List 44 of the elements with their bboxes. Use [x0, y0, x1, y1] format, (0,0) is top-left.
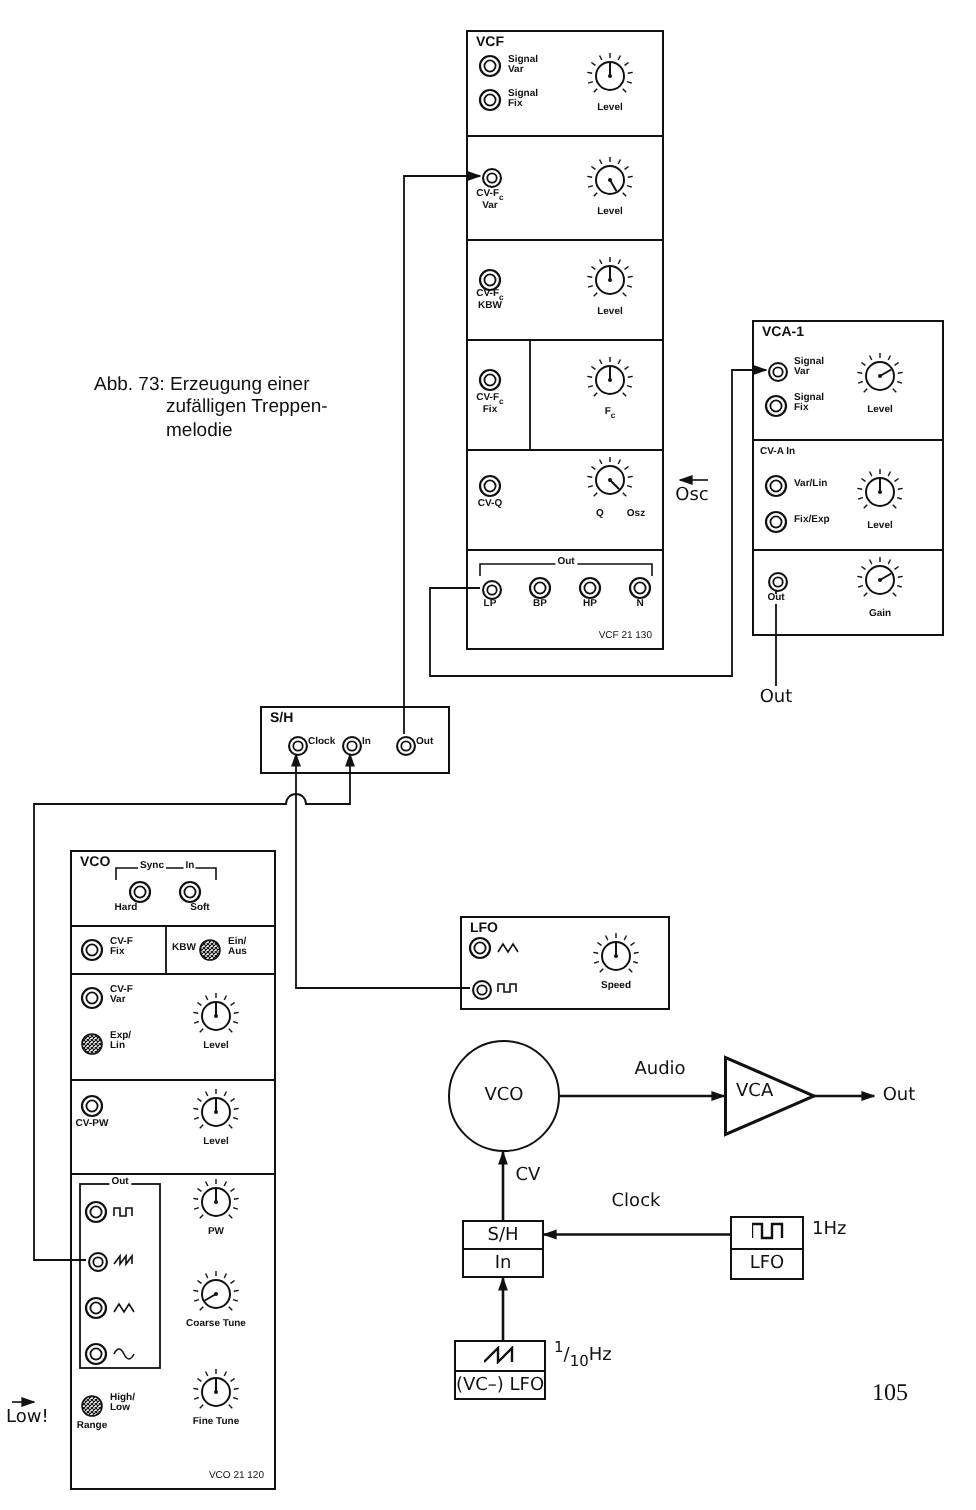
module-panel: [752, 320, 944, 636]
signal-arrow: [560, 1091, 726, 1101]
patch-cable: [291, 752, 471, 989]
jack-socket: [396, 736, 416, 756]
jack-socket: [88, 1252, 108, 1272]
patch-cable: [775, 589, 777, 687]
frequency-label: $^{1}$/$_{10}$Hz: [554, 1340, 612, 1370]
module-panel: [460, 916, 670, 1010]
patch-cable: [33, 752, 355, 1261]
jack-socket: [482, 580, 502, 600]
jack-socket: [472, 980, 492, 1000]
jack-socket: [768, 362, 788, 382]
output-label: Out: [754, 686, 798, 710]
module-box: [462, 1220, 544, 1278]
patch-cable: [403, 171, 482, 735]
figure-caption: Abb. 73: Erzeugung einer zufälligen Treppen- melodie: [94, 374, 330, 443]
edge-label: Audio: [634, 1062, 686, 1081]
jack-socket: [288, 736, 308, 756]
module-box: [730, 1216, 804, 1280]
oscillator-circle: VCO: [448, 1040, 560, 1152]
output-label: Out: [874, 1084, 924, 1108]
note-text: Osc: [675, 488, 709, 507]
jack-socket: [482, 168, 502, 188]
node-label: S/H: [485, 1223, 521, 1248]
jack-socket: [342, 736, 362, 756]
module-box: [454, 1340, 546, 1400]
signal-arrow: [498, 1150, 508, 1220]
edge-label: Clock: [611, 1194, 661, 1213]
patch-cable: [429, 365, 768, 677]
jack-socket: [768, 572, 788, 592]
amplifier-triangle: [724, 1056, 814, 1136]
module-panel: [70, 850, 276, 1490]
signal-arrow: [542, 1229, 730, 1240]
edge-label: CV: [515, 1168, 541, 1187]
module-panel: [466, 30, 664, 650]
node-label: In: [464, 1248, 542, 1276]
node-label: (VC–) LFO: [456, 1370, 544, 1398]
node-label: LFO: [732, 1248, 802, 1278]
module-panel: [260, 706, 450, 774]
signal-arrow: [498, 1276, 508, 1340]
page-number: 105: [872, 1380, 908, 1406]
note-text: Low!: [6, 1410, 49, 1429]
signal-arrow: [814, 1091, 876, 1101]
node-label: VCA: [736, 1084, 774, 1103]
